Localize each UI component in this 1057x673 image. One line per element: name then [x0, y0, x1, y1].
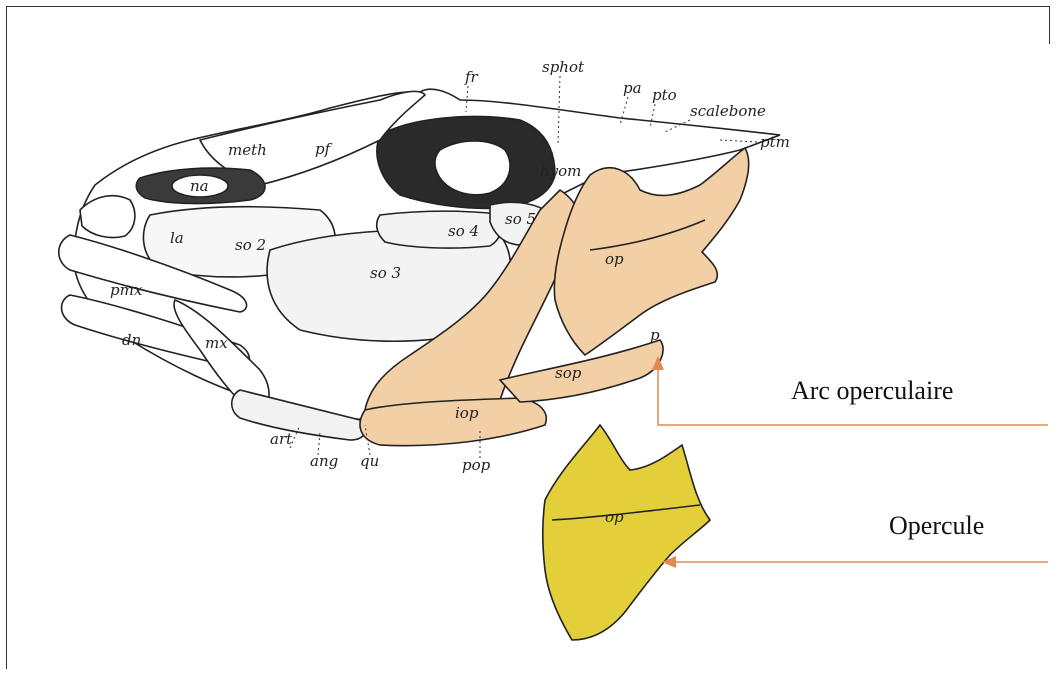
label-ang: ang [310, 452, 338, 470]
label-ptm: ptm [760, 133, 790, 151]
label-sphot: sphot [542, 58, 585, 76]
label-pf: pf [315, 140, 333, 158]
label-so4: so 4 [448, 222, 479, 240]
label-pto: pto [652, 86, 677, 104]
label-iop: iop [455, 404, 479, 422]
caption-arc-operculaire: Arc operculaire [791, 376, 953, 406]
label-ps: p [650, 326, 660, 344]
label-fr: fr [464, 68, 479, 86]
caption-opercule: Opercule [889, 511, 984, 541]
label-sop: sop [555, 364, 582, 382]
label-mx: mx [205, 334, 228, 352]
label-op: op [605, 250, 624, 268]
so4-plate [377, 211, 502, 248]
label-so3: so 3 [370, 264, 401, 282]
opercule-shape [543, 425, 710, 640]
label-hyom: hyom [540, 162, 581, 180]
label-dn: dn [122, 331, 141, 349]
label-meth: meth [228, 141, 267, 159]
label-na: na [190, 177, 209, 195]
label-so5: so 5 [505, 210, 536, 228]
opercule-op-label: op [605, 508, 624, 526]
label-la: la [170, 229, 184, 247]
label-pop: pop [462, 456, 491, 474]
opercule-bone [543, 425, 710, 640]
label-so2: so 2 [235, 236, 266, 254]
label-scalebone: scalebone [690, 102, 766, 120]
label-pa: pa [623, 79, 642, 97]
label-art: art [270, 430, 293, 448]
label-pmx: pmx [110, 281, 143, 299]
